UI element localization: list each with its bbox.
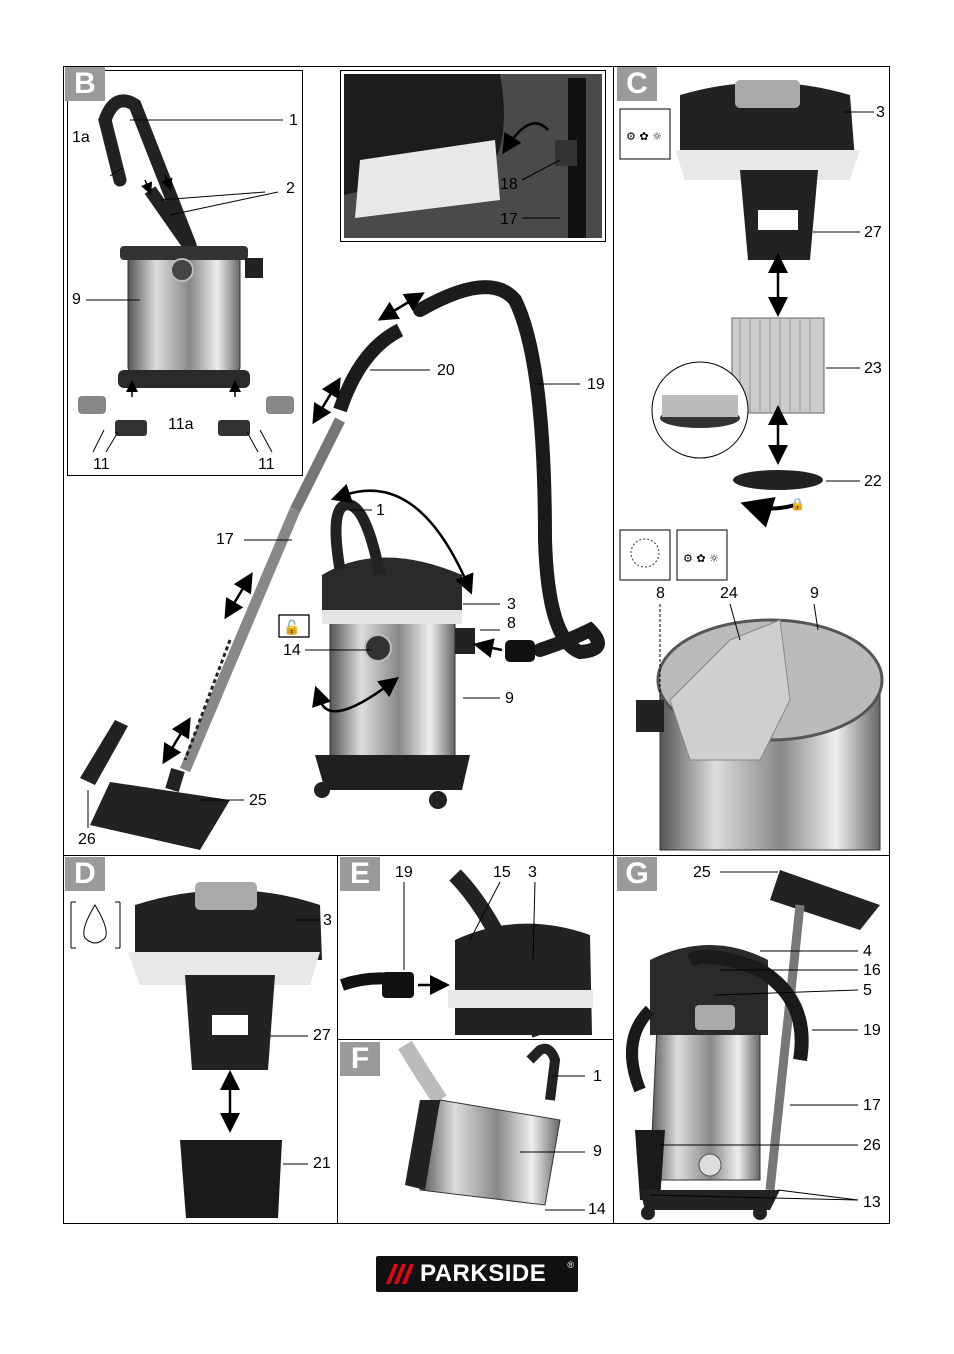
divider-row: [63, 855, 890, 856]
storage-vacuum-icon: [626, 870, 880, 1220]
panel-letter-g: G: [617, 857, 657, 891]
label-inset-17: 17: [500, 211, 518, 228]
svg-text:🔓: 🔓: [283, 619, 300, 636]
label-b-1a: 1a: [72, 129, 90, 146]
label-f-9: 9: [593, 1143, 602, 1160]
label-b-11-left: 11: [93, 456, 110, 473]
panel-b-frame: [67, 70, 303, 476]
foam-filter-icon: [70, 882, 322, 1218]
label-e-19: 19: [395, 864, 413, 881]
label-main-1: 1: [376, 502, 385, 519]
parkside-logo: PARKSIDE ®: [376, 1256, 578, 1292]
label-main-14: 14: [283, 642, 301, 659]
label-d-27: 27: [313, 1027, 331, 1044]
panel-letter-f: F: [340, 1042, 380, 1076]
label-c-3: 3: [876, 104, 885, 121]
panel-letter-d: D: [65, 857, 105, 891]
panel-letter-b: B: [65, 67, 105, 101]
svg-text:⚙ ✿ ☼: ⚙ ✿ ☼: [683, 552, 719, 565]
label-main-20: 20: [437, 362, 455, 379]
label-b-9: 9: [72, 291, 81, 308]
main-frame: [63, 66, 890, 1224]
label-c-8: 8: [656, 585, 665, 602]
label-e-3: 3: [528, 864, 537, 881]
label-c-23: 23: [864, 360, 882, 377]
label-b-1: 1: [289, 112, 298, 129]
label-inset-18: 18: [500, 176, 518, 193]
label-c-22: 22: [864, 473, 882, 490]
label-main-9: 9: [505, 690, 514, 707]
dust-bag-icon: ⚙ ✿ ☼: [619, 529, 884, 851]
filter-cartridge-icon: ⚙ ✿ ☼ 🔒: [619, 80, 874, 528]
emptying-icon: [398, 1040, 585, 1211]
label-main-26: 26: [78, 831, 96, 848]
divider-col-right: [613, 66, 614, 856]
label-g-5: 5: [863, 982, 872, 999]
label-d-3: 3: [323, 912, 332, 929]
label-c-9: 9: [810, 585, 819, 602]
vacuum-b-icon: [78, 94, 294, 453]
label-c-27: 27: [864, 224, 882, 241]
label-c-24: 24: [720, 585, 738, 602]
logo-registered: ®: [567, 1260, 574, 1270]
label-g-16: 16: [863, 962, 881, 979]
label-g-13: 13: [863, 1194, 881, 1211]
label-f-14: 14: [588, 1201, 606, 1218]
label-main-25: 25: [249, 792, 267, 809]
inset-frame: [340, 70, 606, 242]
head-clip-icon: [344, 74, 602, 238]
label-d-21: 21: [313, 1155, 331, 1172]
svg-text:🔒: 🔒: [790, 497, 805, 511]
svg-text:⚙ ✿ ☼: ⚙ ✿ ☼: [626, 130, 662, 143]
hose-connect-icon: [339, 869, 593, 1038]
label-main-17: 17: [216, 531, 234, 548]
label-b-11-right: 11: [258, 456, 275, 473]
main-vacuum-icon: 🔓: [80, 280, 605, 850]
label-g-17: 17: [863, 1097, 881, 1114]
label-b-11a: 11a: [168, 416, 194, 433]
logo-stripes-icon: [376, 1256, 420, 1292]
divider-ef: [337, 1039, 614, 1040]
label-main-19: 19: [587, 376, 605, 393]
panel-letter-e: E: [340, 857, 380, 891]
label-g-19: 19: [863, 1022, 881, 1039]
label-main-8: 8: [507, 615, 516, 632]
label-g-25: 25: [693, 864, 711, 881]
label-g-4: 4: [863, 943, 872, 960]
label-b-2: 2: [286, 180, 295, 197]
label-f-1: 1: [593, 1068, 602, 1085]
label-main-3: 3: [507, 596, 516, 613]
label-g-26: 26: [863, 1137, 881, 1154]
label-e-15: 15: [493, 864, 511, 881]
panel-letter-c: C: [617, 67, 657, 101]
logo-brand: PARKSIDE: [420, 1260, 547, 1287]
